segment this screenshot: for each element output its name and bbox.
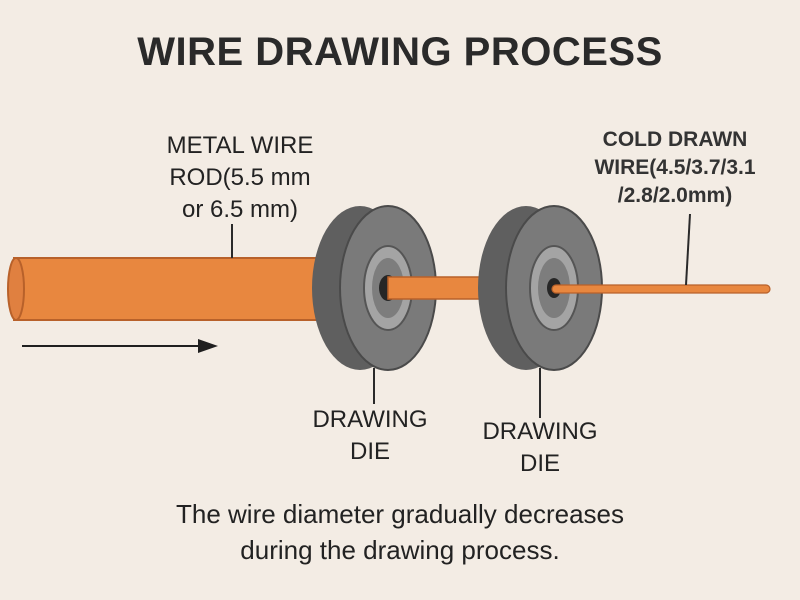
output-wire-label: COLD DRAWN WIRE(4.5/3.7/3.1 /2.8/2.0mm): [570, 126, 780, 210]
die-1-label-line1: DRAWING: [312, 406, 428, 433]
output-wire-label-line3: /2.8/2.0mm): [617, 184, 733, 207]
die-2-label: DRAWING DIE: [460, 416, 620, 480]
input-wire-label-line2: ROD(5.5 mm: [169, 164, 311, 191]
die-2-label-line2: DIE: [519, 450, 560, 477]
caption-line1: The wire diameter gradually decreases: [176, 499, 624, 529]
caption-line2: during the drawing process.: [240, 535, 560, 565]
die-1-label-line2: DIE: [349, 438, 390, 465]
input-wire-label-line1: METAL WIRE: [166, 132, 314, 159]
input-wire-label: METAL WIRE ROD(5.5 mm or 6.5 mm): [130, 130, 350, 226]
output-wire: [551, 284, 771, 294]
die-1-label: DRAWING DIE: [290, 404, 450, 468]
die-2-label-line1: DRAWING: [482, 418, 598, 445]
diagram-title: WIRE DRAWING PROCESS: [137, 30, 663, 74]
input-wire-label-line3: or 6.5 mm): [181, 196, 298, 223]
diagram-caption: The wire diameter gradually decreases du…: [0, 496, 800, 568]
input-wire-rod: [7, 257, 345, 321]
direction-arrow: [22, 339, 218, 353]
output-wire-label-line1: COLD DRAWN: [602, 128, 748, 151]
output-leader-line: [685, 213, 691, 286]
output-wire-label-line2: WIRE(4.5/3.7/3.1: [594, 156, 756, 179]
